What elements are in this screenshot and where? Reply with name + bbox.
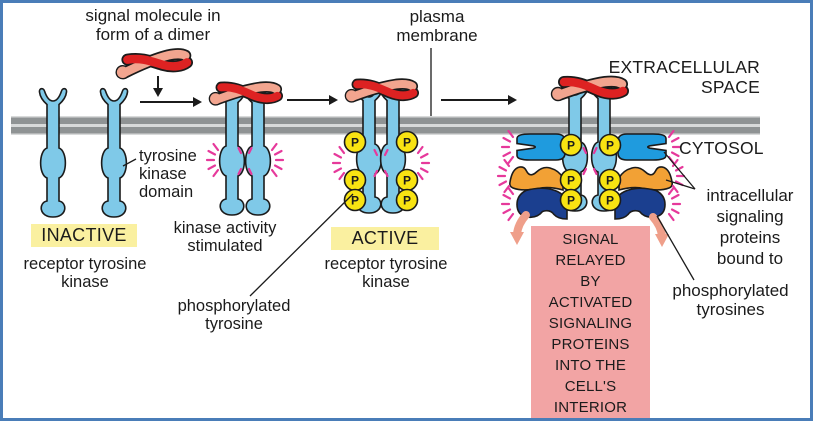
- plasma-membrane-band: [11, 116, 760, 135]
- label-cytosol: CYTOSOL: [679, 138, 764, 158]
- relay-arrow-icons: [510, 211, 669, 247]
- inactive-receptor-icons: [38, 87, 129, 218]
- phosphate-icons: P P P P P P: [343, 130, 419, 212]
- diagram-artwork: P P P P P P: [11, 3, 760, 297]
- phosphate-letter: P: [351, 194, 359, 208]
- active-receptor-dimer: P P P P P P: [331, 84, 431, 214]
- label-active-receptor: receptor tyrosine kinase: [324, 255, 448, 291]
- signaling-complex: P P P P P P: [496, 82, 686, 247]
- stimulated-receptor-dimer: [207, 87, 285, 216]
- label-phosphorylated-tyrosines: phosphorylated tyrosines: [672, 281, 789, 319]
- label-plasma-membrane: plasma membrane: [396, 7, 478, 45]
- step-arrow-icons: [140, 76, 517, 107]
- phosphate-letter: P: [351, 174, 359, 188]
- phosphate-letter: P: [567, 174, 575, 188]
- label-signal-molecule: signal molecule in form of a dimer: [85, 6, 221, 44]
- phosphate-letter: P: [403, 136, 411, 150]
- label-extracellular-space: EXTRACELLULAR SPACE: [608, 57, 760, 97]
- phosphate-letter: P: [606, 174, 614, 188]
- inactive-state-badge: INACTIVE: [31, 224, 137, 247]
- label-intracellular-proteins: intracellular signaling proteins bound t…: [706, 186, 794, 268]
- label-phosphorylated-tyrosine: phosphorylated tyrosine: [177, 297, 291, 333]
- intracellular-protein-icons: [508, 133, 674, 220]
- phosphate-letter: P: [351, 136, 359, 150]
- phosphate-letter: P: [606, 194, 614, 208]
- signal-dimer-icon: [115, 53, 188, 79]
- phosphate-letter: P: [403, 174, 411, 188]
- signal-relayed-box: SIGNAL RELAYED BY ACTIVATED SIGNALING PR…: [531, 226, 650, 418]
- phosphate-letter: P: [567, 194, 575, 208]
- label-inactive-receptor: receptor tyrosine kinase: [23, 255, 147, 291]
- label-tyrosine-kinase-domain: tyrosine kinase domain: [139, 147, 197, 201]
- active-state-badge: ACTIVE: [331, 227, 439, 250]
- phosphate-letter: P: [403, 194, 411, 208]
- label-kinase-activity: kinase activity stimulated: [173, 219, 277, 255]
- phosphate-letter: P: [567, 139, 575, 153]
- pointer-lines: [122, 48, 696, 297]
- phosphate-icons: P P P P P P: [559, 133, 622, 212]
- phosphate-letter: P: [606, 139, 614, 153]
